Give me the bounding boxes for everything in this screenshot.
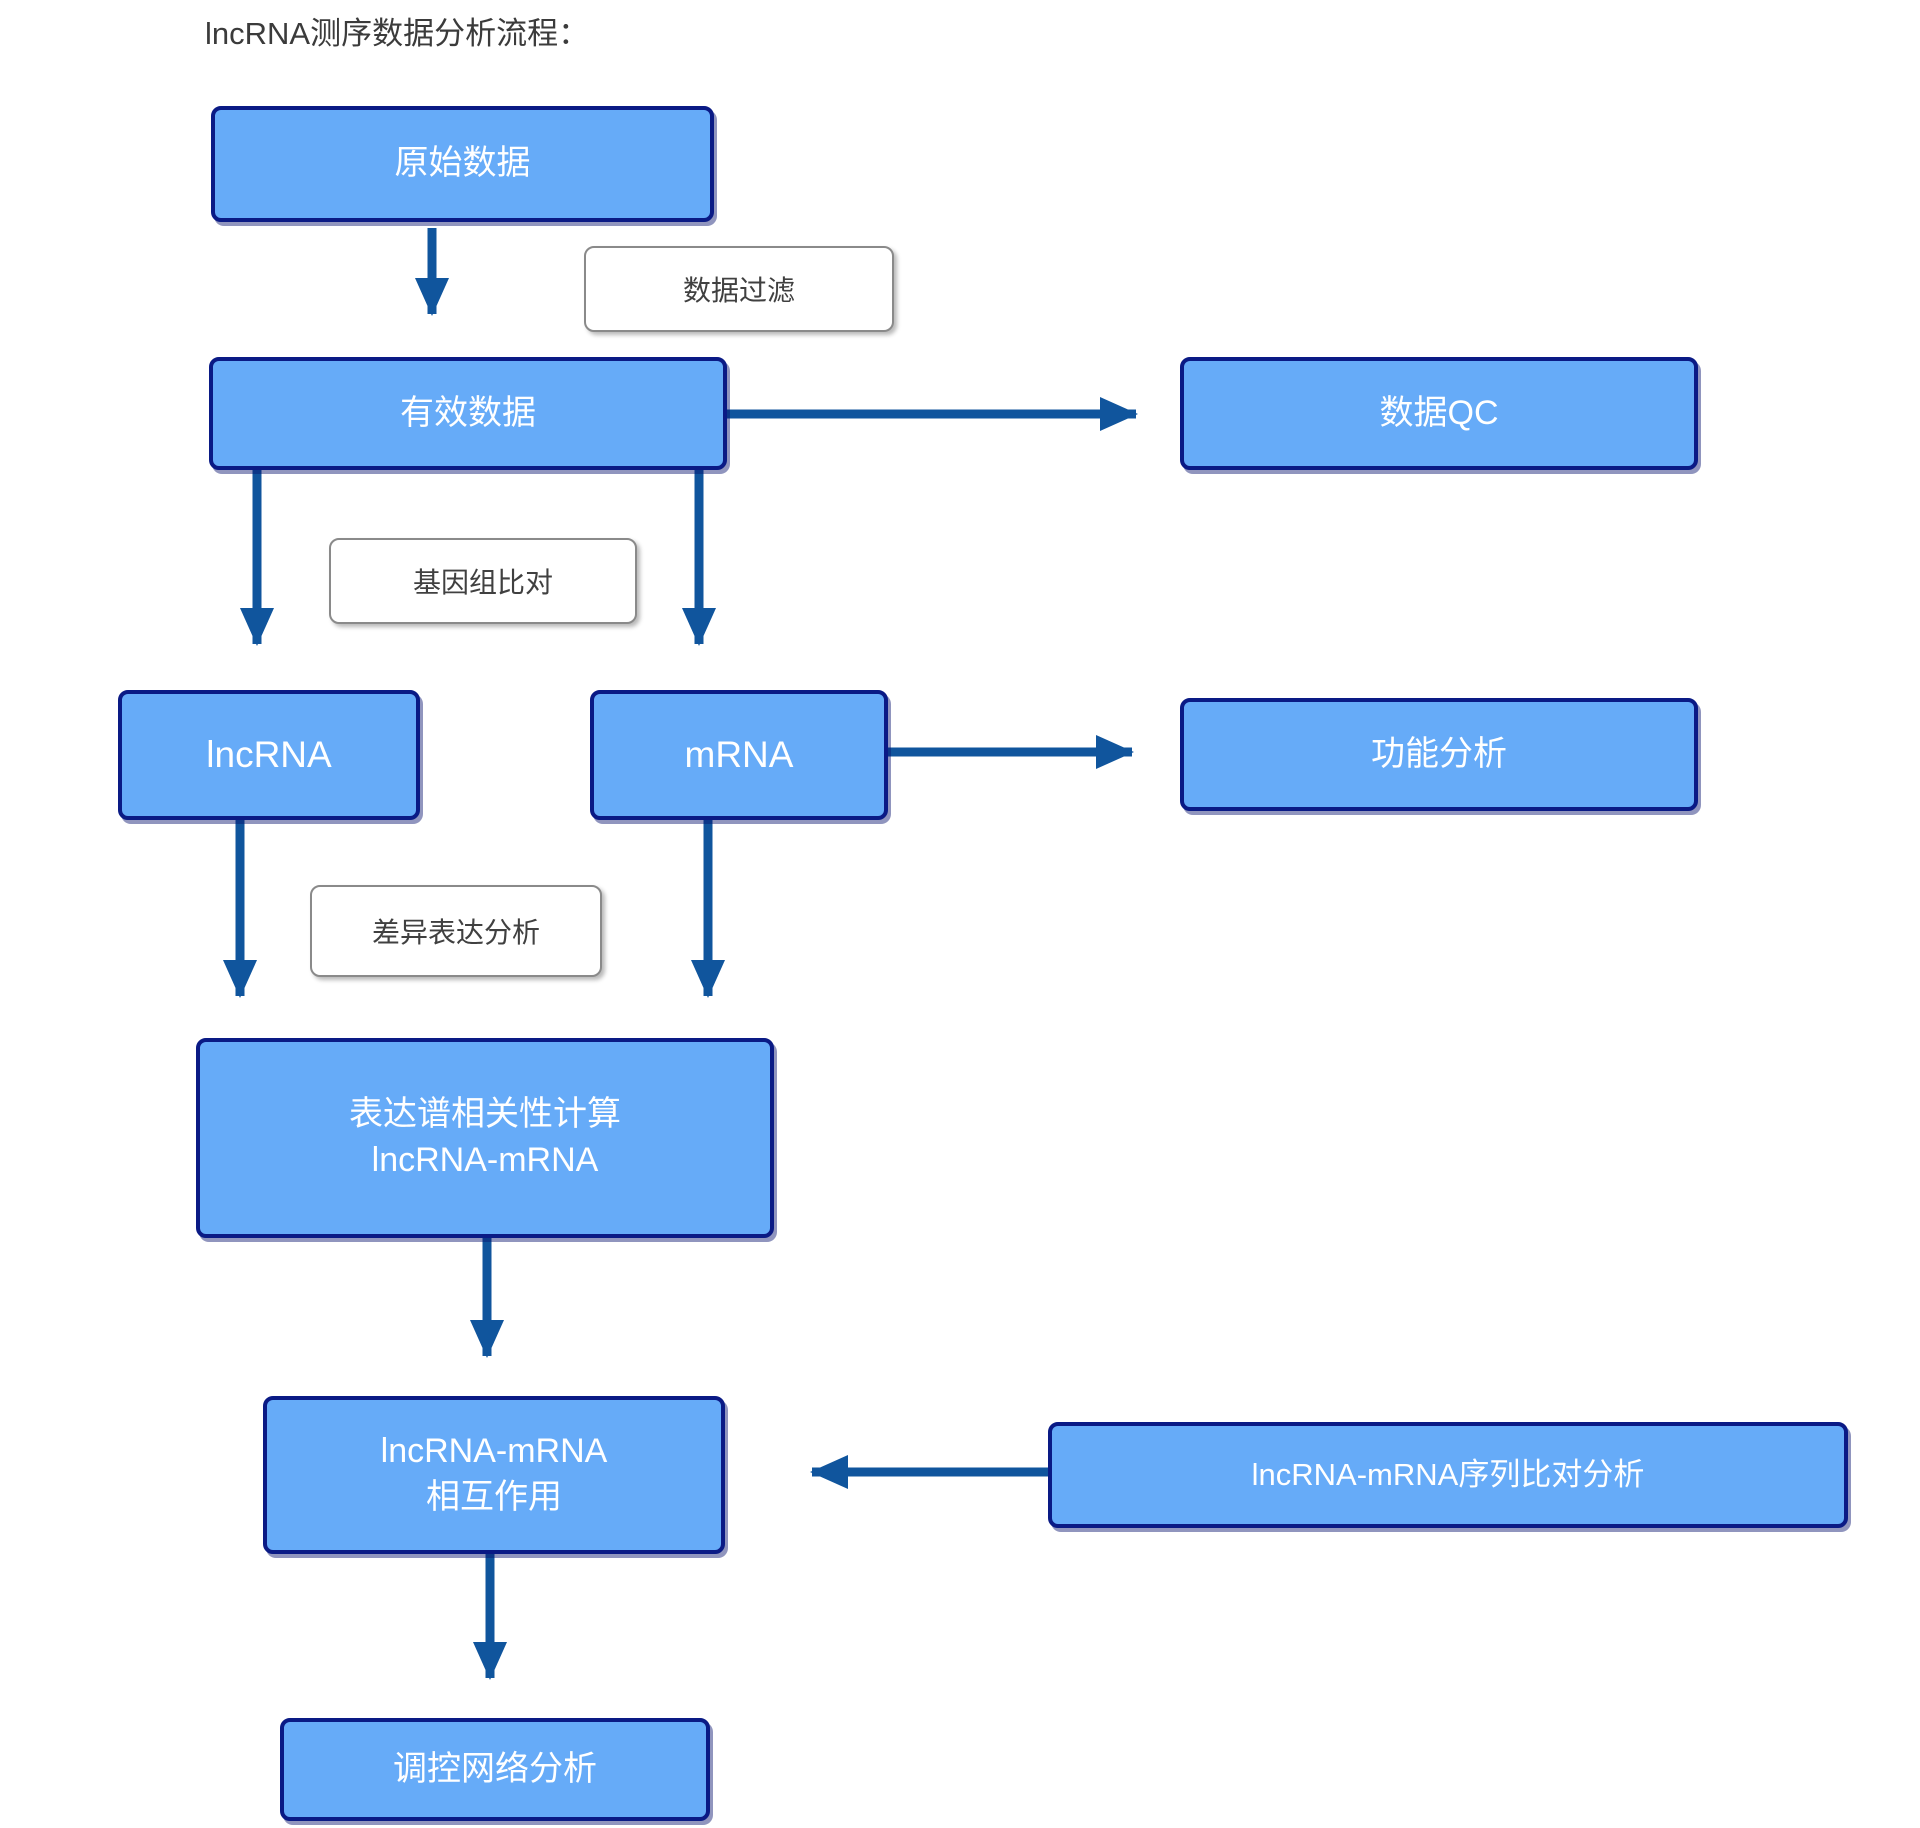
node-raw-data: 原始数据	[211, 106, 714, 222]
edge-label-diff-expression: 差异表达分析	[310, 885, 602, 977]
node-lncrna: lncRNA	[118, 690, 420, 820]
node-sequence-alignment: lncRNA-mRNA序列比对分析	[1048, 1422, 1848, 1528]
node-sequence-alignment-label: lncRNA-mRNA序列比对分析	[1251, 1457, 1645, 1493]
node-interaction: lncRNA-mRNA 相互作用	[263, 1396, 725, 1554]
node-expression-correlation-label-line2: lncRNA-mRNA	[371, 1141, 599, 1179]
diagram-title: lncRNA测序数据分析流程：	[205, 16, 590, 51]
node-interaction-label-line1: lncRNA-mRNA	[380, 1432, 608, 1471]
node-mrna-label: mRNA	[684, 734, 794, 776]
edge-label-data-filter: 数据过滤	[584, 246, 894, 332]
node-data-qc-label: 数据QC	[1379, 393, 1499, 432]
edge-label-diff-expression-text: 差异表达分析	[371, 917, 540, 948]
node-interaction-label-line2: 相互作用	[426, 1478, 562, 1516]
edge-label-genome-alignment: 基因组比对	[329, 538, 637, 624]
node-raw-data-label: 原始数据	[394, 144, 531, 183]
node-data-qc: 数据QC	[1180, 357, 1698, 470]
node-functional-analysis: 功能分析	[1180, 698, 1698, 811]
edge-label-genome-alignment-text: 基因组比对	[412, 567, 553, 598]
node-valid-data-label: 有效数据	[400, 393, 536, 432]
node-regulatory-network: 调控网络分析	[280, 1718, 710, 1821]
node-expression-correlation-label-line1: 表达谱相关性计算	[349, 1095, 621, 1134]
node-expression-correlation: 表达谱相关性计算 lncRNA-mRNA	[196, 1038, 774, 1238]
node-valid-data: 有效数据	[209, 357, 727, 470]
edge-label-data-filter-text: 数据过滤	[682, 275, 795, 306]
node-mrna: mRNA	[590, 690, 888, 820]
node-functional-analysis-label: 功能分析	[1371, 734, 1507, 773]
node-lncrna-label: lncRNA	[206, 734, 332, 776]
node-regulatory-network-label: 调控网络分析	[393, 1749, 597, 1788]
